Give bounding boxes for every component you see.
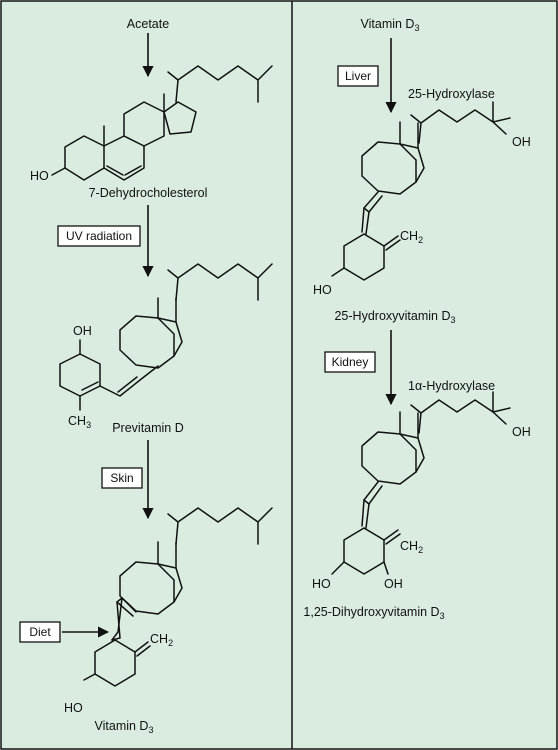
dihydroxy-ring-ho: HO (312, 577, 331, 591)
previtamin-d-structure (59, 297, 183, 411)
uv-radiation-label: UV radiation (66, 229, 132, 243)
hydroxy25-name: 25-Hydroxyvitamin D3 (334, 309, 455, 325)
hydroxy25-methylene: CH2 (400, 229, 423, 245)
vitamin-d3-left-name: Vitamin D3 (95, 719, 154, 735)
acetate-label: Acetate (127, 17, 169, 31)
uv-radiation-box (57, 225, 141, 247)
liver-box (337, 65, 379, 87)
hydroxylase-25-label: 25-Hydroxylase (408, 87, 495, 101)
previtamin-methyl: CH3 (68, 414, 91, 430)
vitamin-d3-left-a-ring (83, 597, 151, 687)
dihydroxy-side-hydroxyl: OH (512, 425, 531, 439)
dehydrocholesterol-hydroxyl: HO (30, 169, 49, 183)
previtamin-hydroxyl: OH (73, 324, 92, 338)
kidney-box (324, 351, 376, 373)
hydroxy25-a-ring (331, 191, 401, 281)
dihydroxy-methylene: CH2 (400, 539, 423, 555)
hydroxy25-ring-hydroxyl: HO (313, 283, 332, 297)
vitamin-d3-right-top-label: Vitamin D3 (361, 17, 420, 33)
hydroxy25-side-hydroxyl: OH (512, 135, 531, 149)
dehydrocholesterol-structure (51, 93, 197, 181)
hydroxylase-1a-label: 1α-Hydroxylase (408, 379, 495, 393)
kidney-label: Kidney (332, 355, 369, 369)
skin-box (101, 467, 143, 489)
dihydroxy-a-ring (331, 481, 401, 575)
liver-label: Liver (345, 69, 371, 83)
dihydroxy-name: 1,25-Dihydroxyvitamin D3 (303, 605, 444, 621)
skin-label: Skin (110, 471, 133, 485)
vitamin-d3-left-hydroxyl: HO (64, 701, 83, 715)
diet-box (19, 621, 61, 643)
vitamin-d3-left-methylene: CH2 (150, 632, 173, 648)
previtamin-name: Previtamin D (112, 421, 184, 435)
dehydrocholesterol-name: 7-Dehydrocholesterol (89, 186, 208, 200)
dihydroxy-ring-oh: OH (384, 577, 403, 591)
diet-label: Diet (29, 625, 51, 639)
